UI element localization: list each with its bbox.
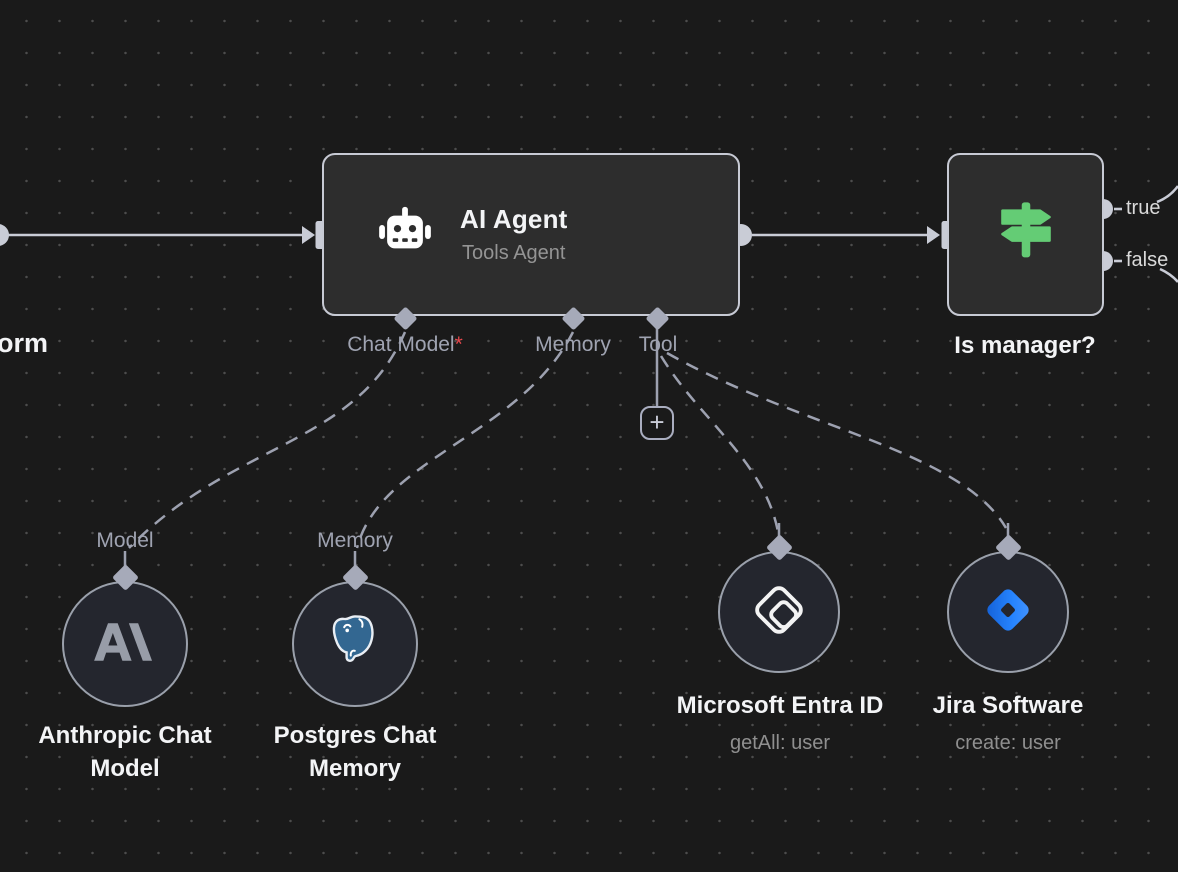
entra-caption-title: Microsoft Entra ID	[676, 692, 884, 719]
anthropic-logo-icon	[93, 622, 157, 667]
jira-caption-subtitle: create: user	[955, 732, 1061, 754]
switch-true-label: true	[1126, 197, 1161, 219]
is-manager-caption: Is manager?	[954, 332, 1096, 359]
jira-logo-icon	[979, 581, 1037, 644]
postgres-caption-line2: Memory	[308, 755, 402, 782]
trigger-node-label: orm	[0, 328, 49, 358]
agent-input-arrow	[302, 226, 315, 244]
wire-tool-to-jira[interactable]	[666, 351, 1008, 529]
postgres-logo-icon	[323, 610, 387, 679]
jira-caption: Jira Software create: user	[933, 689, 1084, 760]
node-postgres-chat-memory[interactable]	[292, 581, 418, 707]
add-tool-button[interactable]: +	[640, 406, 674, 440]
chat-model-port-label: Chat Model*	[347, 333, 463, 357]
node-jira-software[interactable]	[947, 551, 1069, 673]
postgres-port-label: Memory	[317, 529, 393, 552]
robot-icon	[376, 203, 434, 266]
anthropic-caption-line2: Model	[90, 755, 160, 782]
required-marker: *	[454, 333, 463, 356]
anthropic-caption: Anthropic Chat Model	[38, 719, 211, 785]
ai-agent-title: AI Agent	[460, 204, 568, 234]
signpost-icon	[994, 200, 1058, 269]
switch-false-label: false	[1126, 249, 1169, 271]
jira-caption-title: Jira Software	[932, 692, 1084, 719]
anthropic-port-label: Model	[96, 529, 154, 552]
chat-model-port-text: Chat Model	[347, 333, 455, 356]
wire-chatmodel-to-anthropic[interactable]	[128, 331, 407, 549]
node-is-manager[interactable]	[947, 153, 1104, 316]
wire-true-curve[interactable]	[1156, 185, 1178, 204]
wire-false-curve[interactable]	[1159, 267, 1178, 283]
trigger-output-port[interactable]	[0, 224, 9, 246]
tool-port-label: Tool	[638, 333, 678, 356]
wire-tool-to-entra[interactable]	[659, 355, 780, 533]
wire-memory-to-postgres[interactable]	[355, 331, 575, 549]
node-anthropic-chat-model[interactable]	[62, 581, 188, 707]
node-microsoft-entra-id[interactable]	[718, 551, 840, 673]
switch-input-arrow	[927, 226, 940, 244]
memory-port-label: Memory	[535, 333, 611, 356]
node-ai-agent[interactable]: AI Agent Tools Agent	[322, 153, 740, 316]
entra-id-icon	[748, 579, 810, 646]
entra-caption: Microsoft Entra ID getAll: user	[677, 689, 884, 760]
ai-agent-subtitle: Tools Agent	[462, 242, 566, 264]
ai-agent-text: AI Agent Tools Agent	[460, 204, 568, 265]
anthropic-caption-line1: Anthropic Chat	[38, 722, 212, 749]
postgres-caption-line1: Postgres Chat	[273, 722, 437, 749]
entra-caption-subtitle: getAll: user	[729, 732, 831, 754]
postgres-caption: Postgres Chat Memory	[274, 719, 437, 785]
